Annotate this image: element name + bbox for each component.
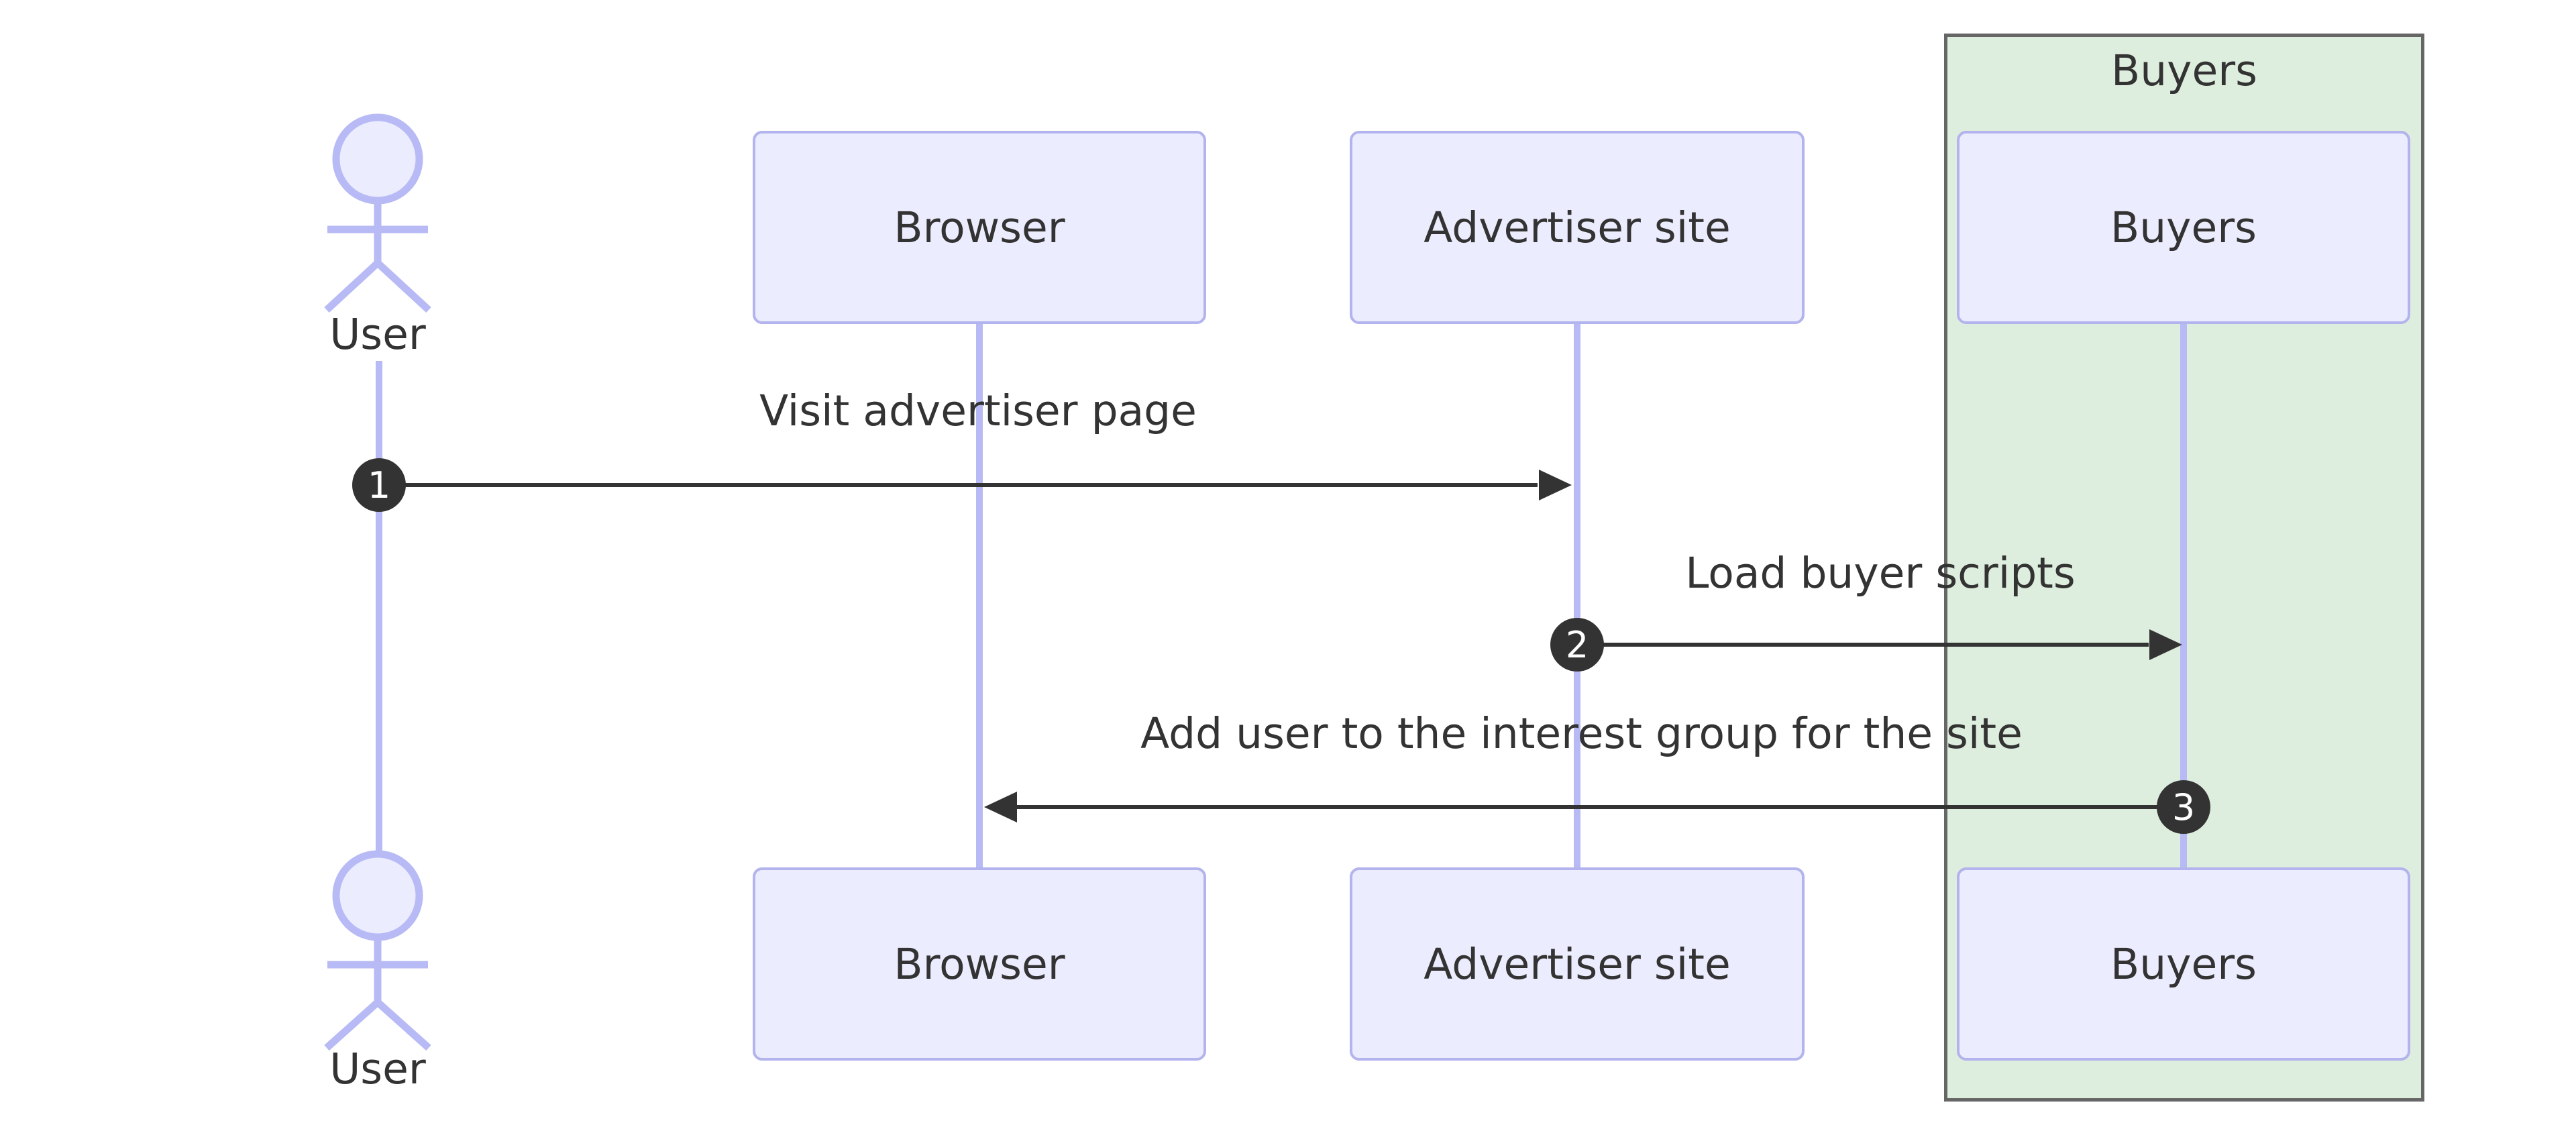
participant-label: Browser — [894, 203, 1065, 252]
message-label-2: Load buyer scripts — [1685, 549, 2076, 598]
message-label-3: Add user to the interest group for the s… — [1140, 709, 2023, 758]
actor-label-user-top: User — [329, 310, 426, 359]
message-label-1: Visit advertiser page — [759, 386, 1197, 435]
lifeline-advertiser — [1574, 324, 1580, 867]
sequence-number-badge-3: 3 — [2157, 780, 2210, 834]
participant-label: Advertiser site — [1424, 939, 1731, 989]
participant-label: Buyers — [2110, 203, 2257, 252]
lifeline-user — [376, 361, 382, 851]
participant-box-browser-bottom: Browser — [753, 867, 1206, 1061]
group-title: Buyers — [2111, 46, 2257, 95]
arrowhead-right-icon — [1539, 470, 1572, 500]
participant-label: Advertiser site — [1424, 203, 1731, 252]
message-arrow-1 — [379, 483, 1538, 487]
participant-label: Browser — [894, 939, 1065, 989]
lifeline-browser — [976, 324, 983, 867]
arrowhead-left-icon — [984, 792, 1017, 822]
arrowhead-right-icon — [2149, 629, 2182, 660]
message-arrow-3 — [1017, 805, 2184, 809]
participant-box-advertiser-site-top: Advertiser site — [1350, 131, 1805, 324]
user-actor-icon — [324, 850, 431, 1051]
user-actor-icon — [324, 113, 431, 313]
participant-label: Buyers — [2110, 939, 2257, 989]
sequence-number-badge-2: 2 — [1550, 618, 1604, 672]
message-arrow-2 — [1577, 643, 2149, 647]
actor-label-user-bottom: User — [329, 1045, 426, 1093]
participant-box-buyers-top: Buyers — [1957, 131, 2410, 324]
participant-box-browser-top: Browser — [753, 131, 1206, 324]
sequence-number-badge-1: 1 — [352, 458, 406, 512]
participant-box-advertiser-site-bottom: Advertiser site — [1350, 867, 1805, 1061]
lifeline-buyers — [2180, 324, 2187, 867]
participant-box-buyers-bottom: Buyers — [1957, 867, 2410, 1061]
